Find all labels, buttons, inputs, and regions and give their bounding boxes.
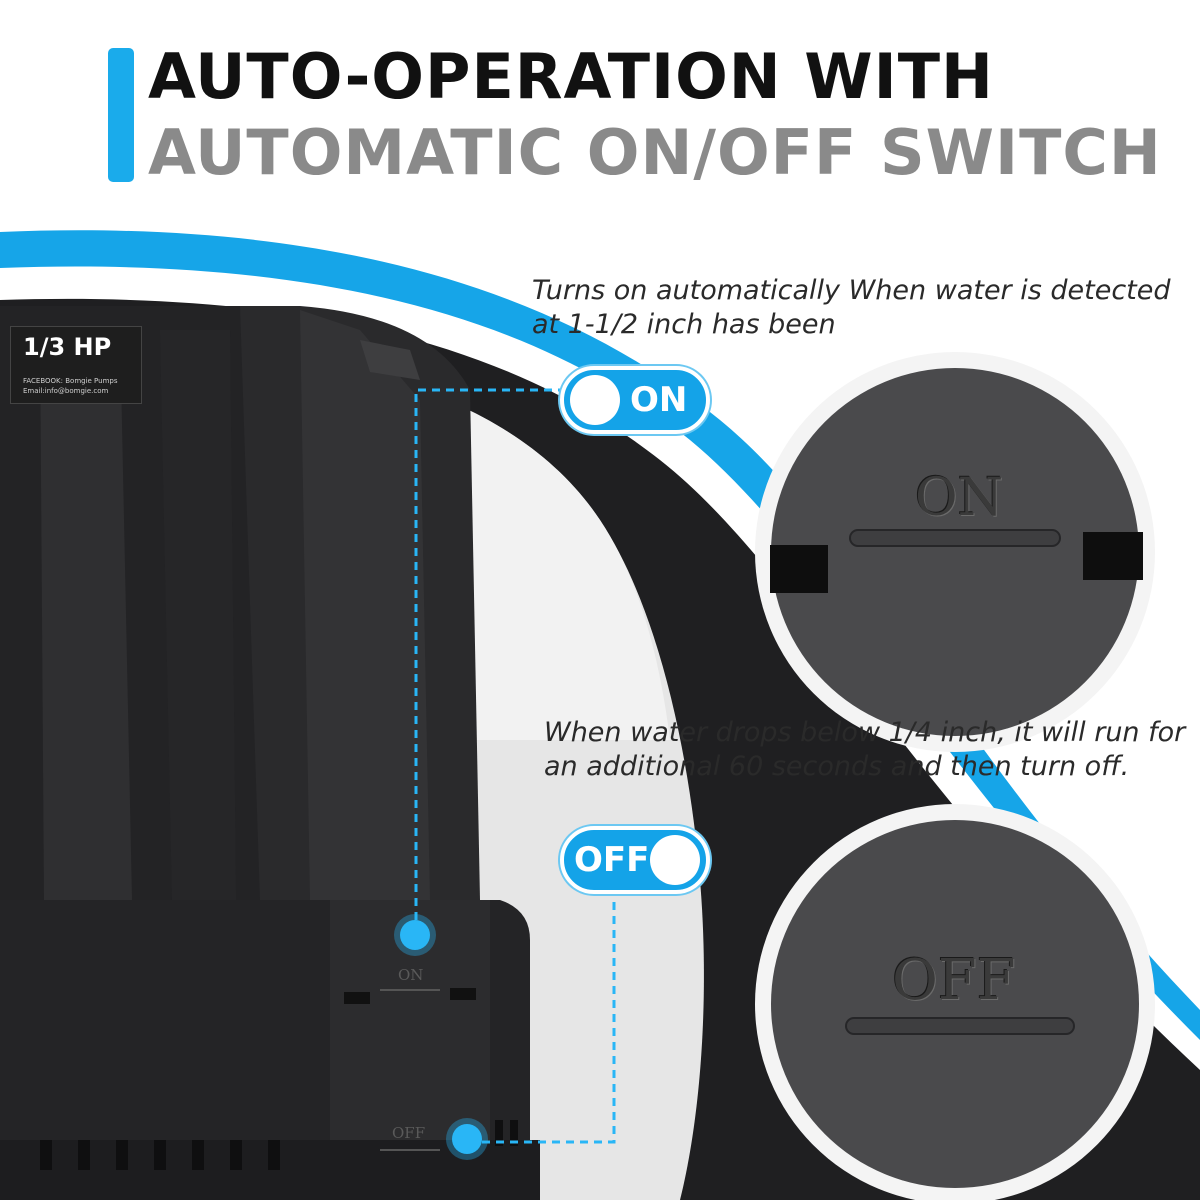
off-description: When water drops below 1/4 inch, it will… xyxy=(544,716,1185,784)
toggle-on-label: ON xyxy=(630,380,688,420)
pump-label-facebook: FACEBOOK: Bomgie Pumps xyxy=(23,377,118,385)
on-description-line-2: at 1-1/2 inch has been xyxy=(532,309,836,340)
pump-rating-label: 1/3 HP FACEBOOK: Bomgie Pumps Email:info… xyxy=(10,326,142,404)
pump-body xyxy=(0,306,540,1200)
toggle-knob xyxy=(570,375,620,425)
on-description-line-1: Turns on automatically When water is det… xyxy=(532,275,1171,306)
title-accent-bar xyxy=(108,48,134,182)
toggle-knob xyxy=(650,835,700,885)
off-description-line-2: an additional 60 seconds and then turn o… xyxy=(544,751,1130,782)
pump-rating: 1/3 HP xyxy=(23,333,112,361)
on-description: Turns on automatically When water is det… xyxy=(532,274,1171,342)
embossed-on-text: ON xyxy=(915,468,1004,528)
title-line-1: AUTO-OPERATION WITH xyxy=(148,40,994,113)
sensor-dot-icon xyxy=(452,1124,482,1154)
toggle-off-icon: OFF xyxy=(560,826,710,894)
pump-on-marking: ON xyxy=(398,966,424,984)
off-description-line-1: When water drops below 1/4 inch, it will… xyxy=(544,717,1186,748)
toggle-on-icon: ON xyxy=(560,366,710,434)
pump-off-marking: OFF xyxy=(392,1124,426,1142)
sensor-dot-icon xyxy=(400,920,430,950)
pump-label-email: Email:info@bomgie.com xyxy=(23,387,109,395)
title-line-2: AUTOMATIC ON/OFF SWITCH xyxy=(148,116,1162,189)
connector-lines xyxy=(414,388,616,1144)
embossed-off-text: OFF xyxy=(892,948,1016,1013)
toggle-off-label: OFF xyxy=(574,840,650,880)
